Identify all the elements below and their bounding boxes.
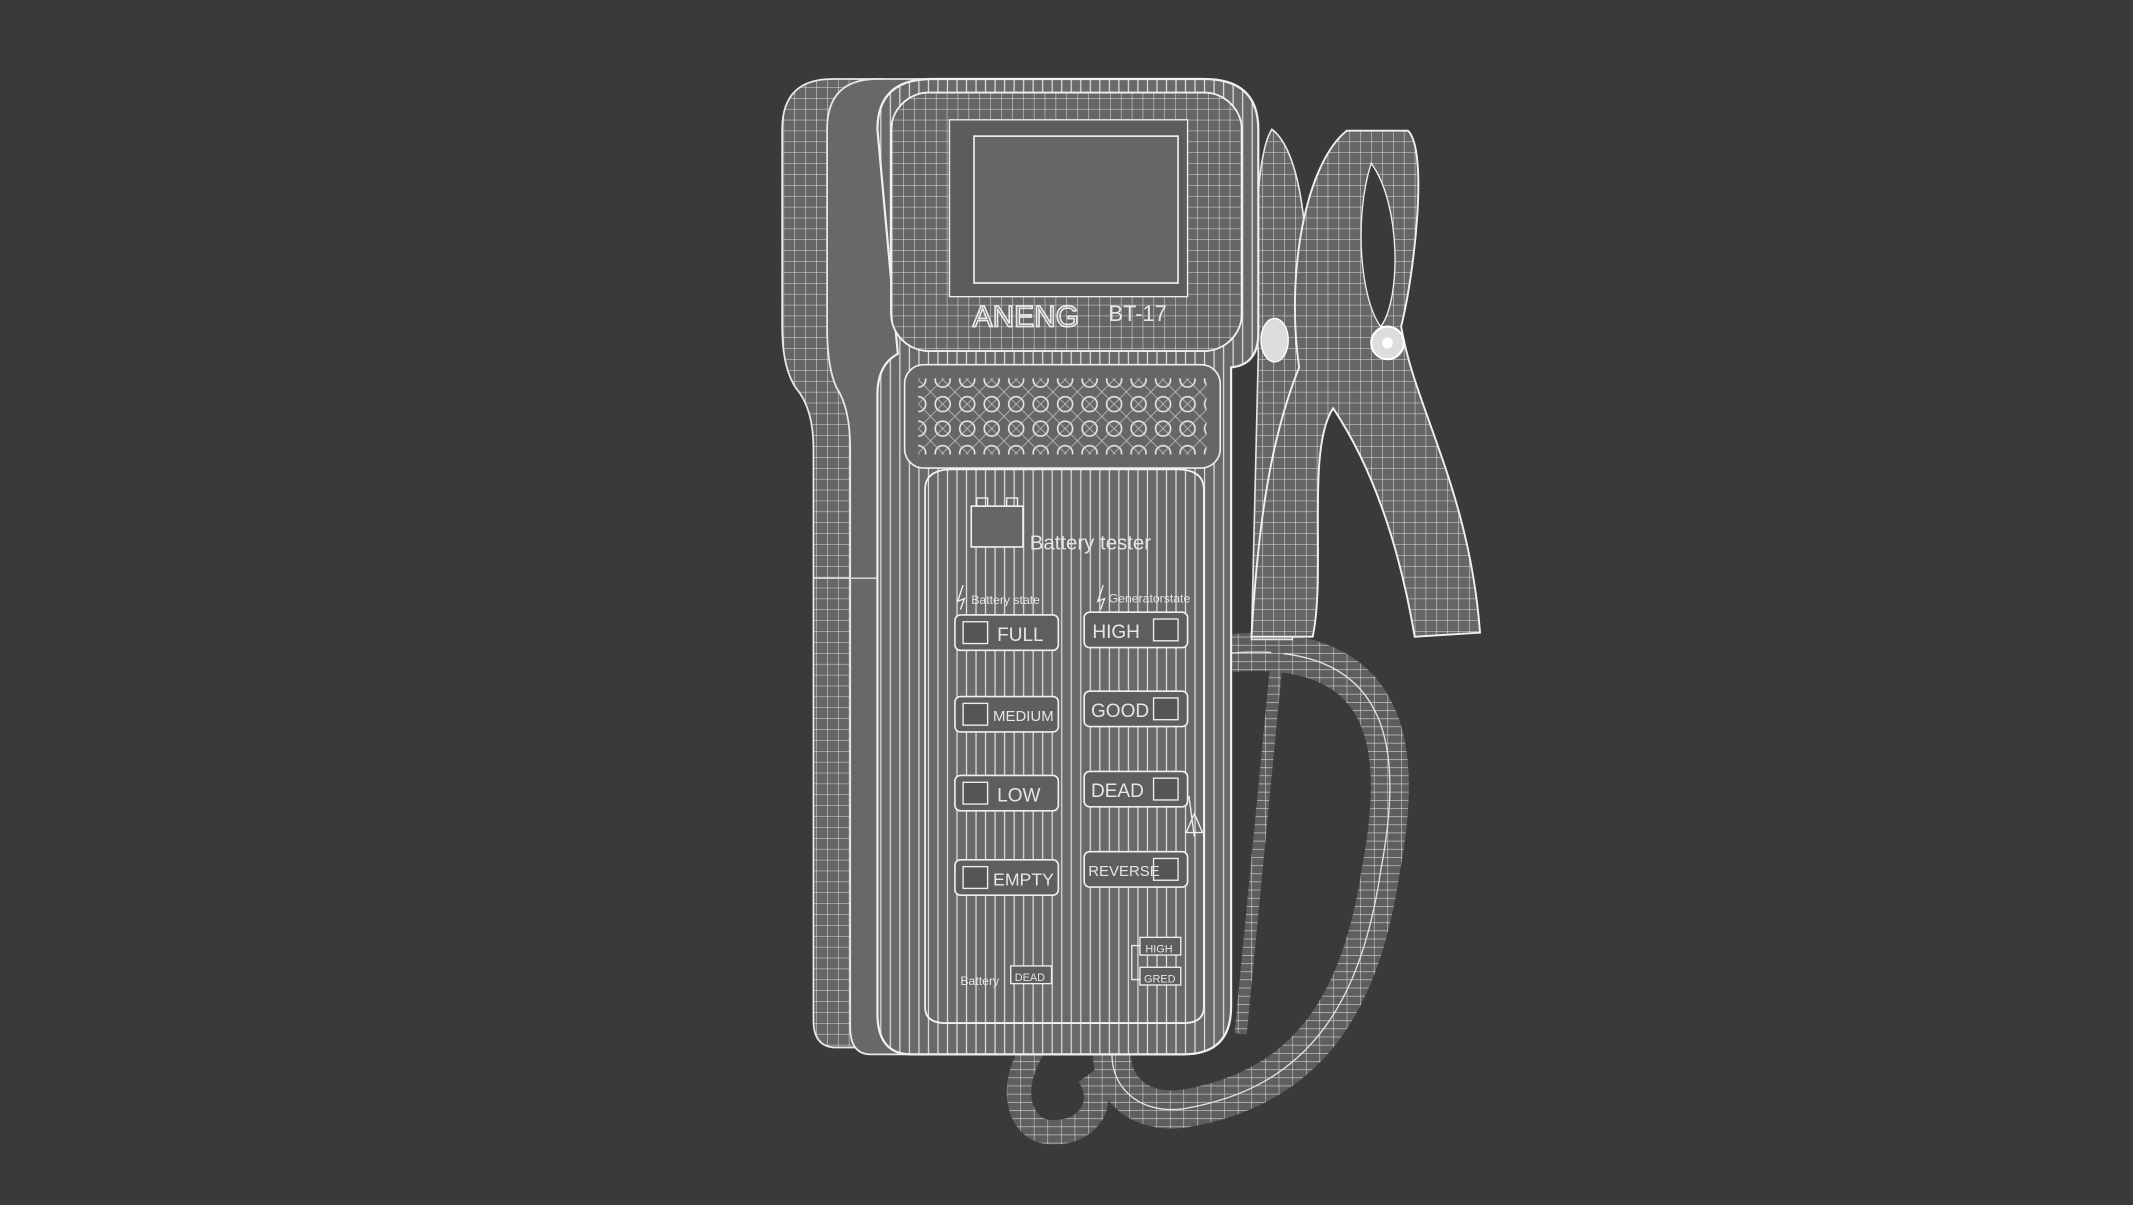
indicator-medium: MEDIUM xyxy=(954,695,1060,733)
battery-state-indicators: FULL MEDIUM LOW EMPTY xyxy=(954,614,1060,897)
svg-text:HIGH: HIGH xyxy=(1092,622,1140,643)
battery-icon xyxy=(970,497,1024,548)
svg-text:REVERSE: REVERSE xyxy=(1088,863,1159,880)
svg-text:DEAD: DEAD xyxy=(1091,781,1144,802)
svg-text:LOW: LOW xyxy=(997,785,1040,806)
panel-title: Battery tester xyxy=(1030,533,1151,555)
battery-state-heading: Battery state xyxy=(971,593,1040,607)
svg-text:EMPTY: EMPTY xyxy=(993,870,1054,890)
speaker-grille xyxy=(918,378,1207,455)
footer-badge-high: HIGH xyxy=(1145,943,1172,955)
indicator-low: LOW xyxy=(954,774,1060,812)
device-front: ANENG BT-17 Battery tester Battery state… xyxy=(876,77,1260,1056)
indicator-reverse: REVERSE xyxy=(1083,850,1189,888)
footer-battery-badge: DEAD xyxy=(1015,972,1045,984)
indicator-high: HIGH xyxy=(1083,611,1189,649)
indicator-dead: DEAD xyxy=(1083,770,1189,808)
indicator-full: FULL xyxy=(954,614,1060,652)
coiled-cable xyxy=(1006,632,1409,1145)
indicator-good: GOOD xyxy=(1083,690,1189,728)
svg-text:GOOD: GOOD xyxy=(1091,701,1149,722)
footer-badge-gred: GRED xyxy=(1144,973,1176,985)
indicator-empty: EMPTY xyxy=(954,859,1060,897)
lcd-screen xyxy=(973,135,1179,284)
generator-state-heading: Generatorstate xyxy=(1109,592,1191,606)
brand-logo: ANENG xyxy=(973,301,1079,334)
model-label: BT-17 xyxy=(1109,301,1167,326)
generator-state-indicators: HIGH GOOD DEAD REVERSE xyxy=(1083,611,1204,888)
alligator-clip-front xyxy=(1250,129,1482,638)
svg-text:MEDIUM: MEDIUM xyxy=(993,708,1054,725)
arrow-up-icon xyxy=(1185,795,1204,837)
footer-battery-label: Battery xyxy=(960,974,1000,988)
svg-text:FULL: FULL xyxy=(997,625,1044,646)
